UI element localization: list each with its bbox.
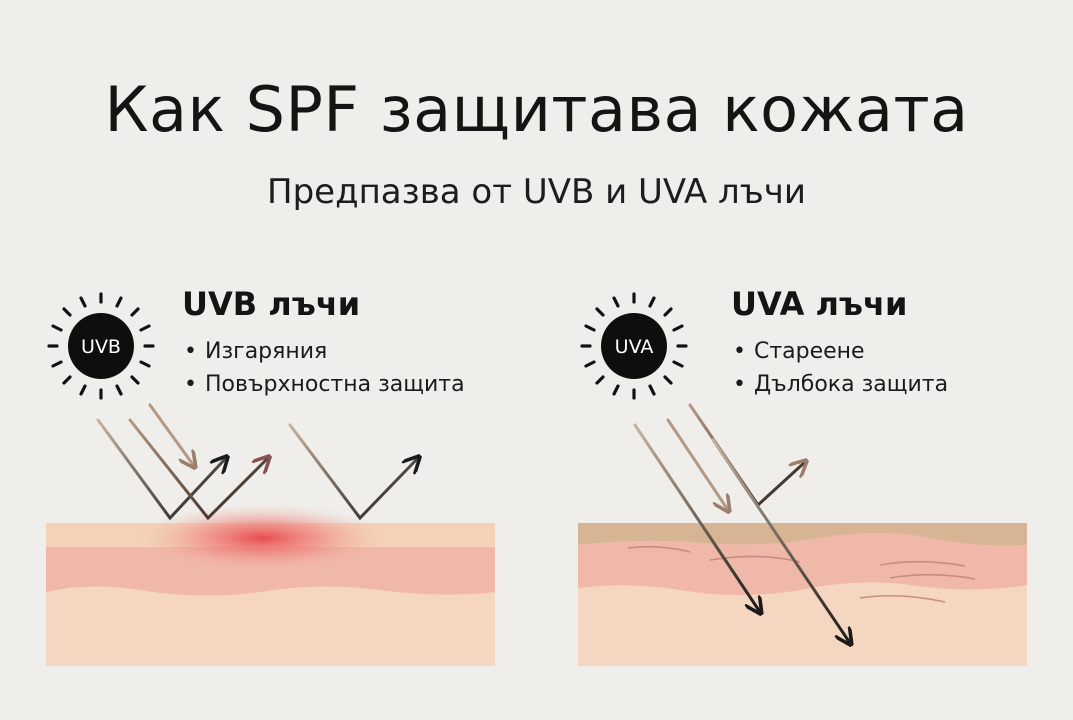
uvb-heading: UVB лъчи — [182, 285, 361, 323]
uva-sun-label: UVA — [615, 336, 654, 358]
uvb-sun-icon: UVB — [47, 292, 155, 400]
uvb-rays — [96, 403, 418, 521]
uvb-skin-cross-section — [46, 504, 495, 666]
uvb-bullet-list: Изгаряния Повърхностна защита — [184, 335, 465, 401]
uva-bullet-aging: Стареене — [733, 335, 948, 368]
page-title: Как SPF защитава кожата — [104, 73, 969, 146]
sunburn-area — [137, 504, 387, 572]
page-subtitle: Предпазва от UVB и UVA лъчи — [267, 172, 806, 212]
wrinkle-lines — [627, 545, 976, 603]
uva-rays — [633, 403, 850, 643]
uva-heading: UVA лъчи — [731, 285, 908, 323]
uva-skin-cross-section — [578, 523, 1027, 666]
uva-sun-icon: UVA — [580, 292, 688, 400]
uva-bullet-deep-protection: Дълбока защита — [733, 368, 948, 401]
uvb-sun-label: UVB — [81, 336, 121, 358]
uvb-bullet-burns: Изгаряния — [184, 335, 465, 368]
uvb-bullet-surface-protection: Повърхностна защита — [184, 368, 465, 401]
uva-bullet-list: Стареене Дълбока защита — [733, 335, 948, 401]
